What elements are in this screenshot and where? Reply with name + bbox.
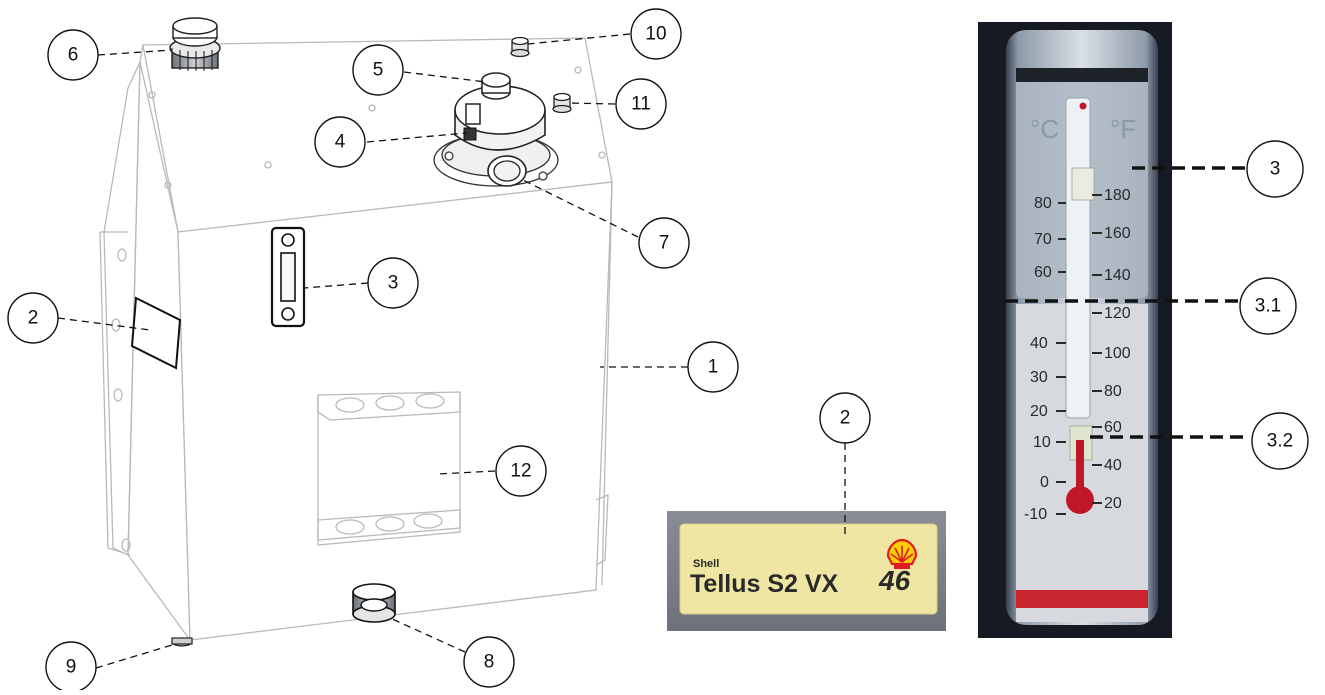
thermometer-callout-3: 3 — [1247, 141, 1303, 197]
fahrenheit-tick-label: 140 — [1104, 267, 1131, 284]
callout-3: 3 — [368, 258, 418, 308]
callout-7: 7 — [639, 218, 689, 268]
celsius-tick-label: 70 — [1034, 231, 1052, 248]
celsius-unit: °C — [1030, 114, 1059, 144]
callout-8: 8 — [464, 637, 514, 687]
celsius-tick-label: 10 — [1033, 434, 1051, 451]
callout-11-text: 11 — [631, 94, 651, 115]
thermometer-callout-3-2-text: 3.2 — [1267, 431, 1293, 452]
thermometer-top-bar — [1016, 68, 1148, 82]
callout-9: 9 — [46, 642, 96, 690]
tank-top-back-edge — [140, 45, 143, 62]
tank-front-panel — [178, 182, 612, 640]
thermometer-callout-3-1-text: 3.1 — [1255, 296, 1281, 317]
callout-12: 12 — [496, 446, 546, 496]
callout-9-text: 9 — [66, 657, 77, 678]
celsius-tick-label: 40 — [1030, 335, 1048, 352]
vent-fitting-part — [511, 38, 529, 57]
callout-2-text: 2 — [28, 308, 39, 329]
celsius-tick-label: 30 — [1030, 369, 1048, 386]
drain-plug-part — [353, 584, 395, 622]
fahrenheit-unit: °F — [1110, 114, 1136, 144]
foot-fitting-part — [172, 638, 192, 646]
callout-5: 5 — [353, 45, 403, 95]
filler-cap-part — [170, 18, 220, 71]
fahrenheit-tick-label: 160 — [1104, 225, 1131, 242]
flange-hole — [114, 389, 122, 401]
tank-left-flange-lip — [100, 232, 130, 555]
callout-10: 10 — [631, 9, 681, 59]
oil-brand-text: Shell — [693, 558, 719, 570]
celsius-tick-label: 80 — [1034, 195, 1052, 212]
fahrenheit-tick-label: 120 — [1104, 305, 1131, 322]
callout-1-text: 1 — [708, 357, 719, 378]
thermometer-liquid-top — [1080, 103, 1087, 110]
oil-label-photo: Shell Tellus S2 VX 46 — [667, 511, 946, 631]
oil-label-callout: 2 — [820, 393, 870, 443]
callout-8-text: 8 — [484, 652, 495, 673]
callout-3-text: 3 — [388, 273, 399, 294]
callout-12-text: 12 — [510, 461, 531, 482]
callout-4-text: 4 — [335, 132, 346, 153]
oil-product-text: Tellus S2 VX — [690, 570, 839, 598]
flange-hole — [112, 319, 120, 331]
thermometer-clip-upper — [1072, 168, 1094, 200]
callout-7-text: 7 — [659, 233, 670, 254]
thermometer-callout-3-2: 3.2 — [1252, 413, 1308, 469]
fahrenheit-tick-label: 40 — [1104, 457, 1122, 474]
fahrenheit-tick-label: 180 — [1104, 187, 1131, 204]
thermometer-red-band — [1016, 590, 1148, 608]
fahrenheit-tick-label: 20 — [1104, 495, 1122, 512]
callout-1: 1 — [688, 342, 738, 392]
callout-6-text: 6 — [68, 45, 79, 66]
hydraulic-tank-drawing — [100, 18, 612, 646]
thermometer-photo: °C °F 80 70 60 40 30 20 10 0 -10 180 160… — [978, 22, 1172, 638]
thermometer-bulb — [1066, 486, 1094, 514]
celsius-tick-label: 60 — [1034, 264, 1052, 281]
callout-11: 11 — [616, 79, 666, 129]
callout-10-text: 10 — [645, 24, 666, 45]
fahrenheit-tick-label: 60 — [1104, 419, 1122, 436]
callout-5-text: 5 — [373, 60, 384, 81]
celsius-tick-label: -10 — [1024, 506, 1047, 523]
fahrenheit-tick-label: 80 — [1104, 383, 1122, 400]
sight-glass-part — [272, 228, 304, 326]
oil-label-callout-text: 2 — [840, 408, 851, 429]
thermometer-stem — [1066, 98, 1090, 418]
callout-2: 2 — [8, 293, 58, 343]
fahrenheit-tick-label: 100 — [1104, 345, 1131, 362]
callout-6: 6 — [48, 30, 98, 80]
thermometer-callout-3-text: 3 — [1270, 159, 1281, 180]
oil-grade-text: 46 — [878, 565, 911, 596]
thermometer-callout-3-1: 3.1 — [1240, 278, 1296, 334]
celsius-tick-label: 0 — [1040, 474, 1049, 491]
callout-4: 4 — [315, 117, 365, 167]
flange-hole — [118, 249, 126, 261]
celsius-tick-label: 20 — [1030, 403, 1048, 420]
